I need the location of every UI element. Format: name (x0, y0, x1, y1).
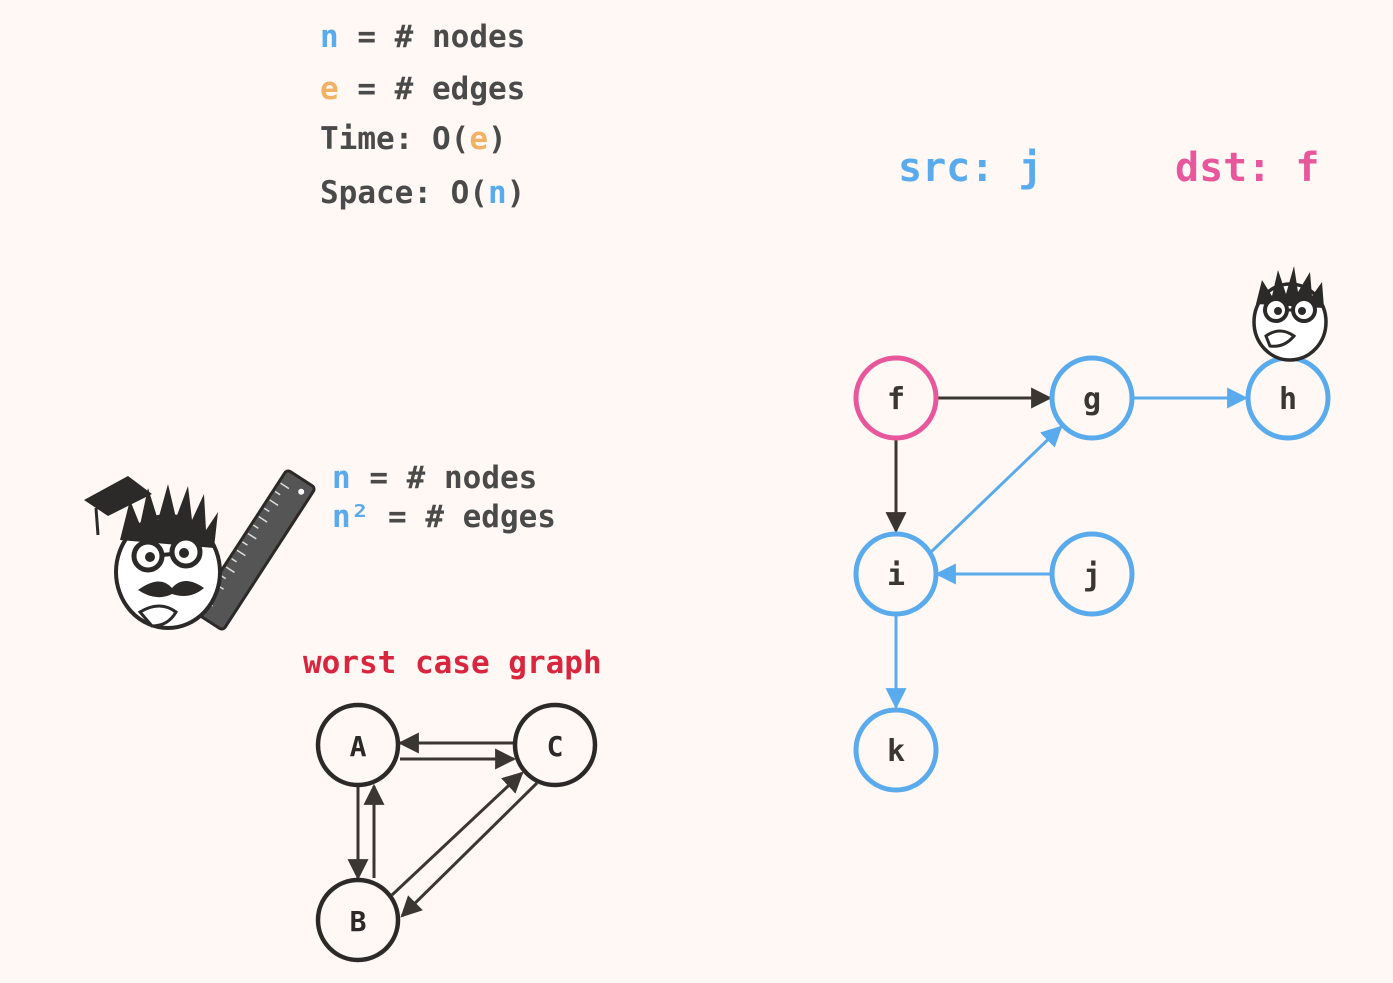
worst-edges-text: = # edges (369, 499, 556, 535)
node-i-label: i (887, 558, 905, 593)
node-j-label: j (1083, 558, 1101, 593)
n-variable: n (320, 19, 339, 55)
node-j: j (1049, 531, 1135, 617)
worst-n-variable: n (332, 460, 351, 496)
node-k: k (853, 707, 939, 793)
time-suffix: ) (487, 121, 507, 157)
worst-case-title: worst case graph (303, 645, 602, 681)
space-suffix: ) (506, 175, 526, 211)
edges-definition: e = # edges (320, 74, 525, 105)
dst-label-text: dst: (1175, 145, 1272, 191)
space-variable: n (487, 175, 507, 211)
edge-i-g (928, 425, 1063, 555)
node-f-label: f (887, 382, 905, 417)
node-A-label: A (350, 730, 367, 763)
node-C-label: C (547, 730, 564, 763)
node-i: i (853, 531, 939, 617)
node-f: f (853, 355, 939, 441)
worst-edges-definition: n² = # edges (332, 502, 556, 533)
node-h: h (1245, 355, 1331, 441)
node-B-label: B (350, 905, 367, 938)
space-complexity: Space: O(n) (320, 178, 525, 209)
professor-mascot-icon (84, 469, 316, 631)
time-prefix: Time: O( (320, 121, 470, 157)
edges-definition-text: = # edges (338, 71, 526, 107)
src-label-text: src: (898, 145, 995, 191)
space-prefix: Space: O( (320, 175, 488, 211)
e-variable: e (320, 71, 339, 107)
node-k-label: k (887, 734, 905, 769)
nodes-definition: n = # nodes (320, 22, 525, 53)
edge-c-b (400, 781, 539, 918)
node-B: B (315, 877, 401, 963)
dst-label: dst: f (1175, 148, 1320, 188)
worst-nodes-definition: n = # nodes (332, 463, 537, 494)
dst-value: f (1295, 145, 1320, 191)
node-g: g (1049, 355, 1135, 441)
worst-nodes-text: = # nodes (350, 460, 538, 496)
node-C: C (512, 702, 598, 788)
node-h-label: h (1279, 382, 1297, 417)
nodes-definition-text: = # nodes (338, 19, 526, 55)
node-g-label: g (1083, 382, 1101, 417)
node-A: A (315, 702, 401, 788)
thinking-character-icon (1252, 266, 1328, 362)
worst-n2-variable: n² (332, 499, 370, 535)
time-variable: e (469, 121, 488, 157)
edge-b-c (390, 771, 524, 897)
src-value: j (1018, 145, 1043, 191)
src-label: src: j (898, 148, 1043, 188)
time-complexity: Time: O(e) (320, 124, 507, 155)
